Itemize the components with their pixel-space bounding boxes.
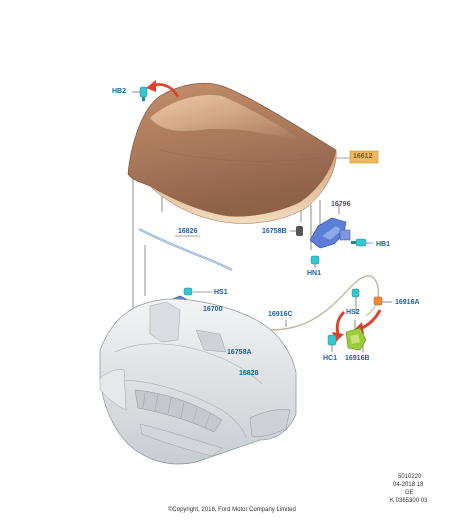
label-hb1: HB1 bbox=[376, 241, 391, 248]
label-16758a: 16758A bbox=[227, 349, 252, 356]
label-16916a: 16916A bbox=[395, 299, 420, 306]
label-16612: 16612 bbox=[353, 153, 373, 160]
footer-copyright: ©Copyright, 2018, Ford Motor Company Lim… bbox=[168, 507, 296, 513]
screw-hs2 bbox=[351, 288, 360, 298]
footer-ref: K 0365300 03 bbox=[390, 498, 428, 504]
label-hc1: HC1 bbox=[323, 355, 338, 362]
footer-code: 5010220 bbox=[398, 474, 422, 480]
label-hs2: HS2 bbox=[346, 309, 360, 316]
label-hs1: HS1 bbox=[214, 289, 228, 296]
hood-lock-16796 bbox=[309, 217, 351, 249]
screw-hs1 bbox=[183, 287, 193, 296]
hood-16612 bbox=[127, 82, 337, 224]
label-16758b: 16758B bbox=[262, 228, 287, 235]
prop-rest-16758b bbox=[296, 226, 303, 236]
label-16700: 16700 bbox=[203, 306, 223, 313]
clip-hn1 bbox=[310, 255, 320, 265]
footer-region: GE bbox=[405, 490, 414, 496]
rotation-arrowhead bbox=[146, 80, 156, 92]
label-16916c: 16916C bbox=[268, 311, 293, 318]
label-hb2: HB2 bbox=[112, 88, 127, 95]
bump-stop-hb1 bbox=[351, 238, 367, 247]
red-arrow-left bbox=[335, 310, 346, 335]
release-handle-16916b bbox=[345, 327, 367, 351]
label-16828: 16828 bbox=[239, 370, 259, 377]
part-tag-box bbox=[349, 150, 379, 164]
label-16796: 16796 bbox=[331, 201, 351, 208]
label-16916b: 16916B bbox=[345, 355, 370, 362]
label-16826: 16826 bbox=[178, 228, 198, 235]
red-arrow-right bbox=[361, 309, 382, 330]
cable-clip-16916a bbox=[373, 296, 383, 306]
clip-hc1 bbox=[327, 334, 337, 346]
bump-stop-hb2 bbox=[139, 86, 148, 101]
footer-date: 04-2018 18 bbox=[393, 482, 424, 488]
label-hn1: HN1 bbox=[307, 270, 322, 277]
front-bumper bbox=[99, 298, 297, 465]
